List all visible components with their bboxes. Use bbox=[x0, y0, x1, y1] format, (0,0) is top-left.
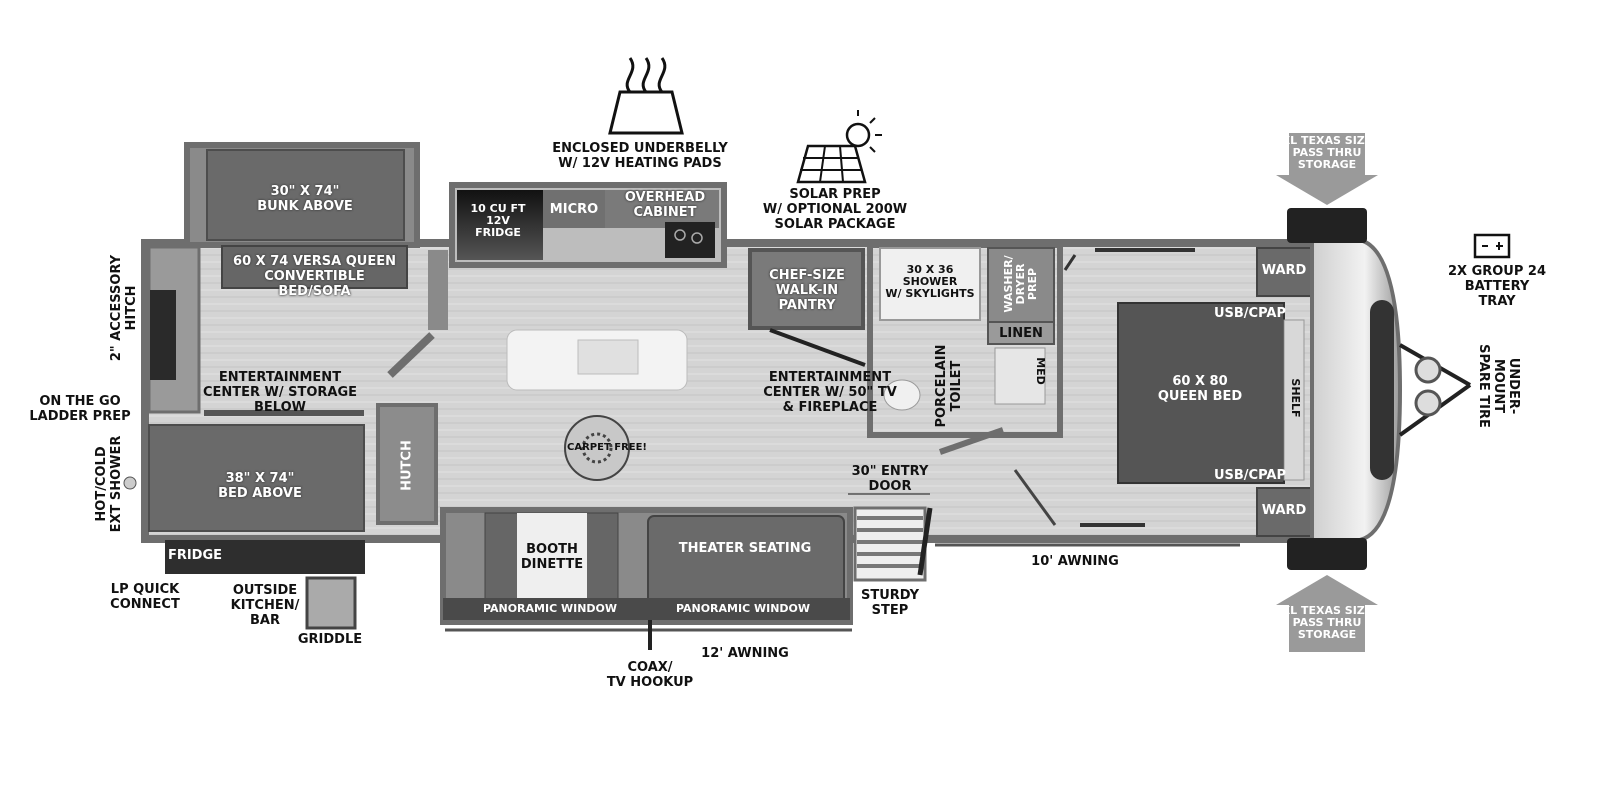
theater-seating bbox=[647, 515, 845, 607]
outside-kitchen bbox=[165, 540, 365, 574]
pass-thru-top-box bbox=[1287, 208, 1367, 243]
solar-label: SOLAR PREP W/ OPTIONAL 200W SOLAR PACKAG… bbox=[762, 187, 908, 232]
micro-label: MICRO bbox=[549, 202, 599, 217]
bed-above bbox=[148, 424, 365, 532]
theater-seating-label: THEATER SEATING bbox=[678, 541, 812, 556]
cooktop bbox=[665, 222, 715, 258]
entertainment-tv-label: ENTERTAINMENT CENTER W/ 50" TV & FIREPLA… bbox=[763, 370, 897, 415]
queen-bed-label: 60 X 80 QUEEN BED bbox=[1157, 374, 1243, 404]
burner bbox=[691, 232, 703, 244]
griddle-label: GRIDDLE bbox=[297, 632, 363, 647]
awning-12-label: 12' AWNING bbox=[701, 646, 789, 661]
panoramic-window-strip bbox=[443, 598, 850, 620]
battery-label: 2X GROUP 24 BATTERY TRAY bbox=[1447, 264, 1547, 309]
accessory-hitch-label: 2" ACCESSORY HITCH bbox=[109, 254, 139, 362]
toilet-label: PORCELAIN TOILET bbox=[934, 344, 964, 428]
pass-thru-bottom-arrow bbox=[1276, 575, 1378, 652]
panoramic-window-left-label: PANORAMIC WINDOW bbox=[482, 602, 618, 615]
washer-dryer-label: WASHER/ DRYER PREP bbox=[1002, 255, 1039, 313]
toilet bbox=[883, 379, 921, 411]
hutch bbox=[376, 403, 438, 525]
rear-window bbox=[150, 290, 176, 380]
sturdy-step-label: STURDY STEP bbox=[860, 588, 920, 618]
kitchen-partition bbox=[428, 250, 448, 330]
overhead-cabinet-label: OVERHEAD CABINET bbox=[624, 190, 706, 220]
burner bbox=[674, 229, 686, 241]
fridge-outside-label: FRIDGE bbox=[167, 548, 223, 563]
bath-walls bbox=[867, 242, 1063, 438]
shelf-label: SHELF bbox=[1289, 378, 1302, 418]
entry-door-label: 30" ENTRY DOOR bbox=[851, 464, 929, 494]
linen-cabinet bbox=[987, 321, 1055, 345]
entertainment-shelf bbox=[204, 410, 364, 416]
bed-above-label: 38" X 74" BED ABOVE bbox=[218, 471, 302, 501]
spare-tire-label: UNDER-MOUNT SPARE TIRE bbox=[1476, 344, 1521, 428]
bunk-above bbox=[206, 149, 405, 241]
a-frame-hitch bbox=[1398, 343, 1472, 437]
bedroom-door bbox=[1063, 254, 1077, 271]
linen-label: LINEN bbox=[999, 326, 1043, 341]
ladder-prep-label: ON THE GO LADDER PREP bbox=[29, 394, 131, 424]
coax-label: COAX/ TV HOOKUP bbox=[606, 660, 694, 690]
med-label: MED bbox=[1034, 357, 1047, 385]
queen-bed bbox=[1117, 302, 1285, 484]
bunk-above-label: 30" X 74" BUNK ABOVE bbox=[257, 184, 353, 214]
bedroom-door-swing bbox=[1013, 469, 1057, 526]
panoramic-window-right-label: PANORAMIC WINDOW bbox=[675, 602, 811, 615]
pantry bbox=[748, 248, 865, 330]
front-window bbox=[1370, 300, 1394, 480]
ward-top-label: WARD bbox=[1261, 263, 1307, 278]
overhead-cabinet bbox=[605, 190, 719, 228]
bath-door bbox=[939, 427, 1004, 455]
booth-dinette-label: BOOTH DINETTE bbox=[520, 542, 584, 572]
ext-shower-label: HOT/COLD EXT SHOWER bbox=[94, 435, 124, 533]
hutch-label: HUTCH bbox=[399, 440, 415, 491]
battery-icon bbox=[1473, 233, 1511, 259]
pass-thru-top-label: XL TEXAS SIZE PASS THRU STORAGE bbox=[1281, 134, 1373, 171]
shower bbox=[879, 247, 981, 321]
outside-kitchen-label: OUTSIDE KITCHEN/ BAR bbox=[230, 583, 300, 628]
pass-thru-bottom-box bbox=[1287, 538, 1367, 570]
carpet-free-label: CARPET FREE! bbox=[567, 442, 647, 453]
pantry-door bbox=[769, 328, 866, 367]
fridge-12v bbox=[457, 190, 543, 260]
versa-queen-label: 60 X 74 VERSA QUEEN CONVERTIBLE BED/SOFA bbox=[233, 254, 396, 299]
solar-panel-icon bbox=[796, 110, 882, 184]
usb-bottom-label: USB/CPAP bbox=[1213, 468, 1287, 483]
usb-top-label: USB/CPAP bbox=[1213, 306, 1287, 321]
awning-10-label: 10' AWNING bbox=[1031, 554, 1119, 569]
shower-label: 30 X 36 SHOWER W/ SKYLIGHTS bbox=[885, 263, 975, 300]
heat-waves-icon bbox=[608, 57, 684, 135]
shelf bbox=[1283, 319, 1305, 481]
versa-queen-sofa bbox=[221, 245, 408, 289]
pass-thru-bottom-label: XL TEXAS SIZE PASS THRU STORAGE bbox=[1281, 604, 1373, 641]
dinette-table bbox=[517, 513, 587, 600]
carpet-free-badge-icon bbox=[564, 415, 630, 481]
vanity bbox=[994, 347, 1046, 405]
ext-shower-fixture bbox=[123, 476, 137, 490]
entry-steps bbox=[853, 506, 933, 582]
fridge-inside-label: 10 CU FT 12V FRIDGE bbox=[470, 202, 526, 239]
island-sink bbox=[577, 339, 639, 375]
microwave bbox=[543, 190, 605, 228]
pantry-label: CHEF-SIZE WALK-IN PANTRY bbox=[769, 268, 845, 313]
washer-dryer bbox=[987, 247, 1055, 323]
ward-bottom-label: WARD bbox=[1261, 503, 1307, 518]
underbelly-label: ENCLOSED UNDERBELLY W/ 12V HEATING PADS bbox=[552, 141, 728, 171]
lp-quick-label: LP QUICK CONNECT bbox=[110, 582, 180, 612]
griddle bbox=[305, 576, 357, 630]
entertainment-storage-label: ENTERTAINMENT CENTER W/ STORAGE BELOW bbox=[202, 370, 358, 415]
pass-thru-top-arrow bbox=[1276, 133, 1378, 205]
partition-angle bbox=[387, 332, 435, 378]
